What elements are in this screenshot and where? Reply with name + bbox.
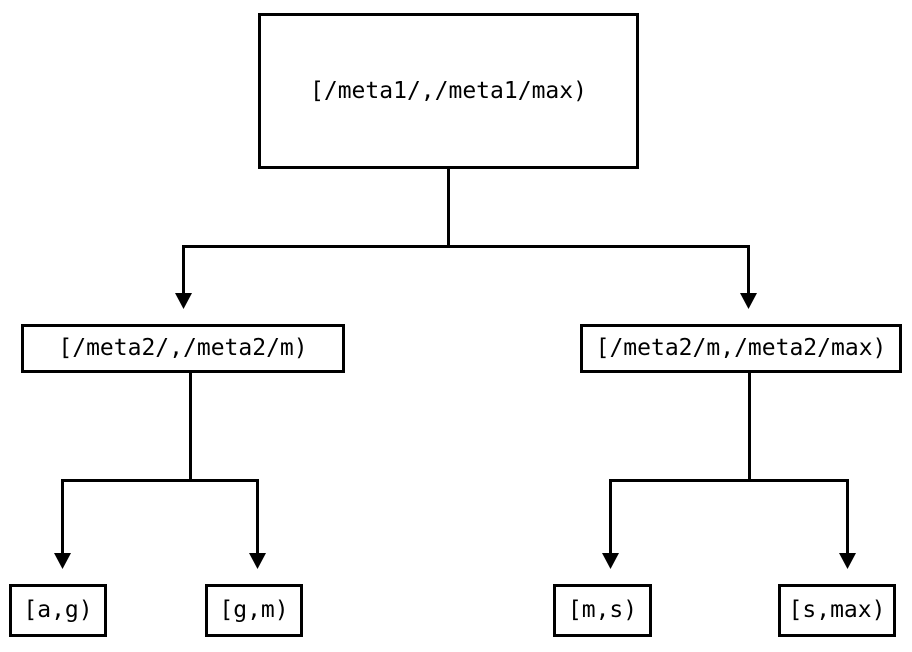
node-mid-right-label: [/meta2/m,/meta2/max) (595, 335, 887, 361)
node-leaf-ag[interactable]: [a,g) (9, 584, 107, 637)
arrowhead-icon-mid-right (740, 293, 757, 309)
node-root[interactable]: [/meta1/,/meta1/max) (258, 13, 639, 169)
edge-root-to-mid-level (175, 169, 757, 309)
node-leaf-ms-label: [m,s) (567, 597, 638, 623)
node-mid-right[interactable]: [/meta2/m,/meta2/max) (580, 324, 902, 373)
node-root-label: [/meta1/,/meta1/max) (310, 77, 587, 104)
arrowhead-icon-mid-left (175, 293, 192, 309)
node-leaf-ag-label: [a,g) (23, 597, 93, 623)
node-mid-left-label: [/meta2/,/meta2/m) (58, 335, 308, 361)
node-leaf-ms[interactable]: [m,s) (553, 584, 652, 637)
edge-mid-right-to-leaves (602, 373, 856, 569)
node-leaf-smax-label: [s,max) (788, 597, 886, 623)
node-leaf-smax[interactable]: [s,max) (778, 584, 896, 637)
arrowhead-icon-leaf-gm (249, 553, 266, 569)
arrowhead-icon-leaf-ag (54, 553, 71, 569)
arrowhead-icon-leaf-ms (602, 553, 619, 569)
edge-mid-left-to-leaves (54, 373, 266, 569)
node-leaf-gm-label: [g,m) (219, 597, 289, 623)
node-mid-left[interactable]: [/meta2/,/meta2/m) (21, 324, 345, 373)
arrowhead-icon-leaf-smax (839, 553, 856, 569)
node-leaf-gm[interactable]: [g,m) (205, 584, 303, 637)
